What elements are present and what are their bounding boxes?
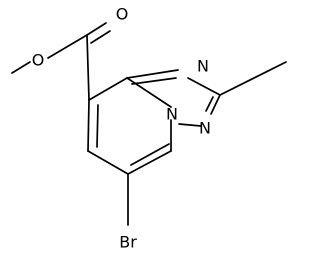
bromine-label: Br bbox=[119, 233, 137, 252]
bond-carbonyl-double-b bbox=[90, 30, 111, 44]
bond-c8-c8a bbox=[88, 77, 128, 101]
bond-c2-n1-inner bbox=[205, 96, 214, 112]
ester-ether-oxygen-label: O bbox=[32, 51, 45, 70]
triazole-n2-label: N bbox=[199, 119, 211, 138]
bond-c8a-n3-inner bbox=[131, 77, 177, 85]
bond-c6-c5 bbox=[127, 150, 172, 175]
bond-c2-n1 bbox=[210, 94, 221, 115]
bond-c8a-n3 bbox=[126, 69, 179, 79]
bond-ether-o-carbonyl-c bbox=[47, 34, 88, 59]
bond-n1-n4 bbox=[178, 123, 202, 127]
bond-n3-c2 bbox=[187, 77, 221, 96]
bond-carbonyl-double-a bbox=[86, 22, 107, 36]
bond-c6-c5-inner bbox=[130, 143, 170, 166]
ester-carbonyl-oxygen-label: O bbox=[116, 5, 129, 24]
triazole-n1-label: N bbox=[197, 57, 209, 76]
molecule-structure-diagram: O O N N N Br bbox=[11, 4, 287, 252]
bridgehead-n-label: N bbox=[166, 105, 178, 124]
atom-labels: O O N N N Br bbox=[32, 5, 211, 252]
bond-c8-c7 bbox=[87, 99, 90, 152]
bond-lines bbox=[11, 22, 287, 226]
bond-methyl-ether-o bbox=[11, 61, 31, 74]
bond-c7-c6 bbox=[87, 150, 129, 175]
bond-c2-methyl bbox=[219, 61, 287, 96]
bond-carbonyl-c-ring-c8 bbox=[86, 34, 90, 101]
bond-c8-c7-inner bbox=[96, 104, 99, 148]
